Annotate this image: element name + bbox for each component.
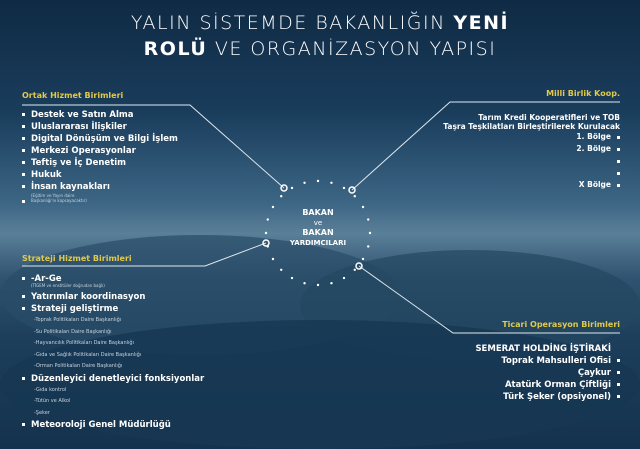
circle-dot <box>330 181 333 184</box>
list-item: Atatürk Orman Çiftliği <box>475 379 620 391</box>
circle-dot <box>367 218 370 221</box>
list-item: Toprak Mahsulleri Ofisi <box>475 355 620 367</box>
sub-item: -Su Politikaları Daire Başkanlığı <box>34 328 112 335</box>
sub-item: -Şeker <box>34 409 50 416</box>
circle-dot <box>280 268 283 271</box>
list-item: Teftiş ve İç Denetim <box>22 157 178 169</box>
sub-item: -Hayvancılık Politikaları Daire Başkanlı… <box>34 340 134 346</box>
circle-dot <box>271 205 275 209</box>
page-title: YALIN SİSTEMDE BAKANLIĞIN YENİ ROLÜ VE O… <box>130 12 510 60</box>
list-item: Türk Şeker (opsiyonel) <box>475 391 620 403</box>
sub-item: -Orman Politikaları Daire Başkanlığı <box>34 363 123 369</box>
list-item: 1. Bölge <box>443 131 620 143</box>
sub-item: -Gıda kontrol <box>34 386 67 393</box>
list-item: -Ar-Ge <box>22 273 204 285</box>
circle-dot <box>330 282 333 285</box>
circle-dot <box>316 179 320 183</box>
circle-dot <box>290 186 294 190</box>
circle-dot <box>353 195 356 198</box>
circle-dot <box>316 283 320 287</box>
ellipsis-dot <box>443 167 620 179</box>
circle-dot <box>353 268 356 271</box>
circle-dot <box>368 231 372 235</box>
circle-dot <box>280 195 283 198</box>
list-item: Digital Dönüşüm ve Bilgi İşlem <box>22 133 178 145</box>
sub-item: -Gıda ve Sağlık Politikaları Daire Başka… <box>34 351 142 358</box>
list-item: Çaykur <box>475 367 620 379</box>
subheader: SEMERAT HOLDİNG İŞTİRAKİ <box>475 344 611 354</box>
section-header: Ticari Operasyon Birimleri <box>502 320 620 329</box>
sub-item: -Toprak Politikaları Daire Başkanlığı <box>34 317 122 323</box>
circle-dot <box>367 245 370 248</box>
section-header: Ortak Hizmet Birimleri <box>22 91 124 100</box>
section-header: Strateji Hizmet Birimleri <box>22 254 132 263</box>
list-item: 2. Bölge <box>443 143 620 155</box>
circle-dot <box>271 257 275 261</box>
ticari-section: Ticari Operasyon Birimleri SEMERAT HOLDİ… <box>475 320 620 403</box>
circle-dot <box>264 231 268 235</box>
section-header: Milli Birlik Koop. <box>546 89 620 98</box>
note: Başkanlığı'nı kapsayacaktır) <box>22 198 178 203</box>
description: Tarım Kredi Kooperatifleri ve TOB <box>478 113 620 122</box>
strateji-section: Strateji Hizmet Birimleri -Ar-Ge (TİGEM … <box>22 254 204 431</box>
circle-dot <box>266 218 269 221</box>
circle-dot <box>303 181 306 184</box>
description: Taşra Teşkilatları Birleştirilerek Kurul… <box>443 122 620 131</box>
center-node: BAKAN ve BAKAN YARDIMCILARI <box>289 208 347 247</box>
note: (Eğitim ve Yayın daire <box>31 193 75 198</box>
list-item: Strateji geliştirme <box>22 303 204 315</box>
ellipsis-dot <box>443 155 620 167</box>
circle-dot <box>361 205 365 209</box>
list-item: İnsan kaynakları <box>22 181 178 193</box>
milli-section: Milli Birlik Koop. Tarım Kredi Kooperati… <box>443 89 620 191</box>
list-item: Destek ve Satın Alma <box>22 109 178 121</box>
list-item: Hukuk <box>22 169 178 181</box>
list-item: Düzenleyici denetleyici fonksiyonlar <box>22 373 204 385</box>
ortak-section: Ortak Hizmet Birimleri Destek ve Satın A… <box>22 91 178 203</box>
circle-dot <box>342 276 346 280</box>
list-item: Yatırımlar koordinasyon <box>22 291 204 303</box>
note: (TİGEM ve enstitüler doğrudan bağlı) <box>31 283 105 288</box>
circle-dot <box>361 257 365 261</box>
list-item: Uluslararası İlişkiler <box>22 121 178 133</box>
circle-dot <box>290 276 294 280</box>
list-item: Meteoroloji Genel Müdürlüğü <box>22 419 204 431</box>
circle-dot <box>342 186 346 190</box>
sub-item: -Tütün ve Alkol <box>34 398 71 404</box>
list-item: X Bölge <box>443 179 620 191</box>
circle-dot <box>303 282 306 285</box>
list-item: Merkezi Operasyonlar <box>22 145 178 157</box>
